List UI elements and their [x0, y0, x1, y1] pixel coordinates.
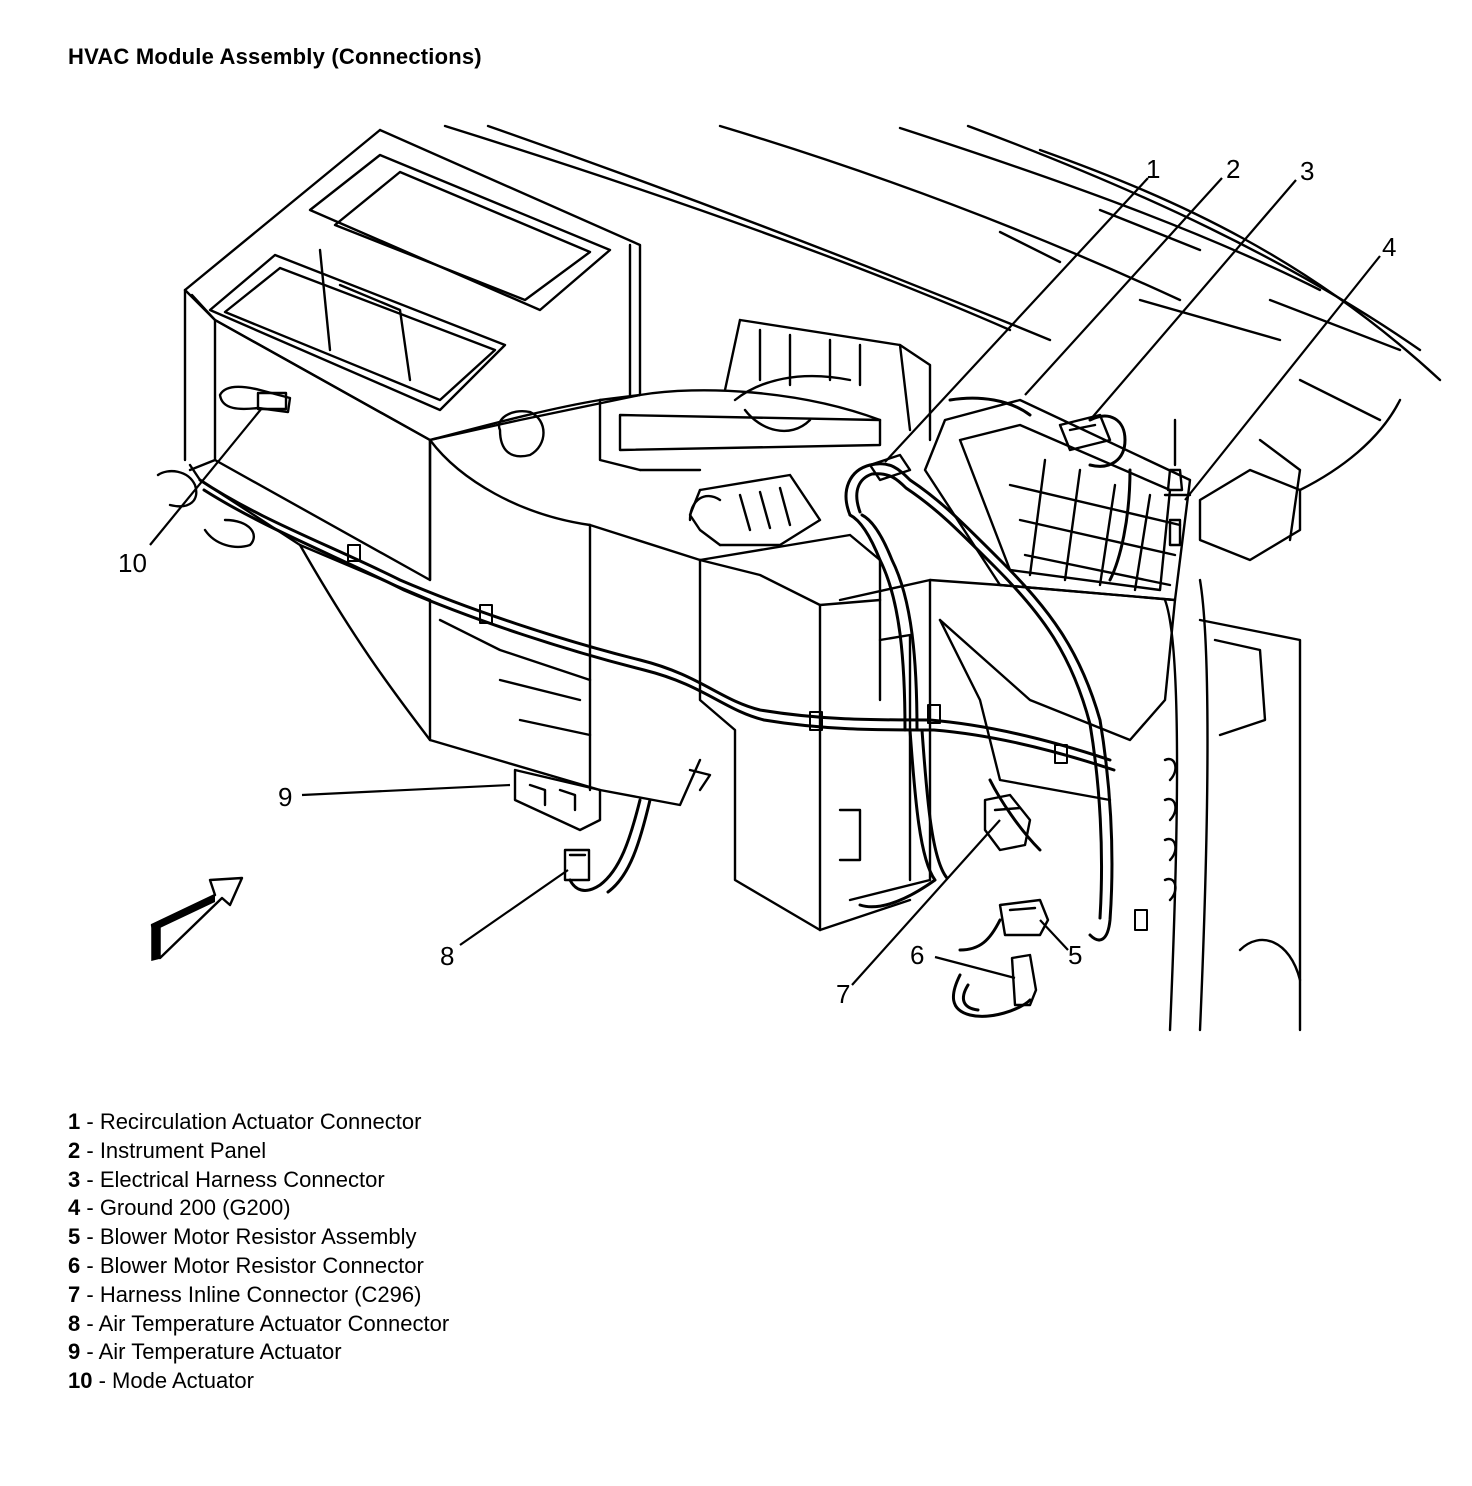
- ground-g200: [1163, 418, 1192, 547]
- filter-housing: [923, 398, 1302, 1032]
- recirculation-actuator-connector: [868, 453, 912, 482]
- electrical-harness-connector: [1058, 413, 1112, 452]
- legend-item: 9 - Air Temperature Actuator: [68, 1339, 342, 1365]
- legend-item: 2 - Instrument Panel: [68, 1137, 267, 1163]
- callout-4: 4: [1382, 232, 1396, 262]
- blower-motor-resistor-assembly: [998, 898, 1050, 937]
- air-temperature-actuator: [513, 768, 602, 832]
- hvac-module-illustration: 1 2 3 4 5 6 7 8 9 10: [118, 124, 1442, 1032]
- callout-leaders: [149, 177, 1381, 986]
- callout-10: 10: [118, 548, 147, 578]
- legend-item: 5 - Blower Motor Resistor Assembly: [68, 1224, 417, 1250]
- callout-5: 5: [1068, 940, 1082, 970]
- legend-item: 8 - Air Temperature Actuator Connector: [68, 1310, 450, 1336]
- legend: 1 - Recirculation Actuator Connector 2 -…: [68, 1108, 449, 1396]
- callout-2: 2: [1226, 154, 1240, 184]
- legend-item: 10 - Mode Actuator: [68, 1368, 254, 1394]
- hvac-module-housing: [156, 128, 932, 932]
- diagram-title: HVAC Module Assembly (Connections): [68, 44, 482, 69]
- callout-7: 7: [836, 979, 850, 1009]
- harness-inline-connector: [983, 793, 1032, 852]
- callout-numbers: 1 2 3 4 5 6 7 8 9 10: [118, 154, 1396, 1009]
- callout-9: 9: [278, 782, 292, 812]
- callout-6: 6: [910, 940, 924, 970]
- legend-item: 7 - Harness Inline Connector (C296): [68, 1281, 422, 1307]
- legend-item: 1 - Recirculation Actuator Connector: [68, 1109, 422, 1134]
- mode-actuator: [218, 385, 292, 414]
- legend-item: 4 - Ground 200 (G200): [68, 1195, 291, 1221]
- callout-8: 8: [440, 941, 454, 971]
- air-temperature-actuator-connector: [563, 848, 591, 882]
- wiring-harness: [198, 396, 1132, 1018]
- harness-clips: [347, 544, 1148, 931]
- legend-item: 6 - Blower Motor Resistor Connector: [68, 1252, 424, 1278]
- direction-arrow-icon: [150, 876, 244, 961]
- blower-motor-resistor-connector: [1010, 953, 1038, 1007]
- instrument-panel: [443, 124, 1442, 562]
- callout-3: 3: [1300, 156, 1314, 186]
- callout-1: 1: [1146, 154, 1160, 184]
- legend-item: 3 - Electrical Harness Connector: [68, 1166, 385, 1192]
